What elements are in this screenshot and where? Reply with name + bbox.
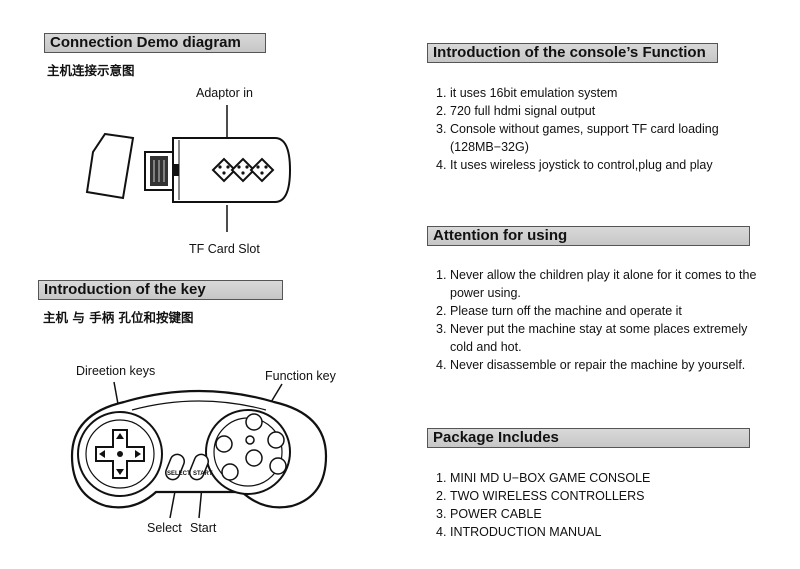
list-item: 3.Never put the machine stay at some pla… bbox=[436, 322, 748, 354]
function-list: 1.it uses 16bit emulation system 2.720 f… bbox=[436, 84, 736, 174]
list-item: 4.Never disassemble or repair the machin… bbox=[436, 358, 746, 372]
console-function-header: Introduction of the console’s Function bbox=[427, 43, 718, 63]
list-item: 1.it uses 16bit emulation system bbox=[436, 86, 618, 100]
start-button-shape bbox=[189, 453, 209, 481]
select-label: Select bbox=[147, 521, 182, 535]
package-list: 1.MINI MD U−BOX GAME CONSOLE 2.TWO WIREL… bbox=[436, 469, 736, 541]
connection-demo-header: Connection Demo diagram bbox=[44, 33, 266, 53]
adaptor-label: Adaptor in bbox=[196, 86, 253, 100]
dongle-cap bbox=[85, 132, 135, 200]
attention-header: Attention for using bbox=[427, 226, 750, 246]
function-key-label: Function key bbox=[265, 369, 336, 383]
direction-keys-label: Direetion keys bbox=[76, 364, 156, 378]
list-item: 1.Never allow the children play it alone… bbox=[436, 268, 757, 300]
connection-subtitle-zh: 主机连接示意图 bbox=[47, 63, 135, 78]
package-header: Package Includes bbox=[427, 428, 750, 448]
list-item: 2.Please turn off the machine and operat… bbox=[436, 304, 682, 318]
select-button-text: SELECT bbox=[167, 471, 191, 477]
list-item: 3.POWER CABLE bbox=[436, 507, 542, 521]
list-item: 4.It uses wireless joystick to control,p… bbox=[436, 158, 713, 172]
list-item: 2.TWO WIRELESS CONTROLLERS bbox=[436, 489, 645, 503]
select-button-shape bbox=[165, 453, 185, 481]
tf-card-slot-label: TF Card Slot bbox=[189, 242, 260, 256]
dongle-logo bbox=[211, 157, 275, 183]
attention-list: 1.Never allow the children play it alone… bbox=[436, 266, 776, 374]
hdmi-plug bbox=[144, 151, 174, 191]
list-item: 3.Console without games, support TF card… bbox=[436, 122, 719, 154]
key-intro-header: Introduction of the key bbox=[38, 280, 283, 300]
start-button-text: START bbox=[193, 471, 213, 477]
list-item: 2.720 full hdmi signal output bbox=[436, 104, 596, 118]
controller-illustration: SELECT START bbox=[70, 381, 328, 519]
list-item: 1.MINI MD U−BOX GAME CONSOLE bbox=[436, 471, 651, 485]
console-dongle-illustration bbox=[85, 105, 292, 232]
key-subtitle-zh: 主机 与 手柄 孔位和按键图 bbox=[43, 310, 194, 325]
start-label: Start bbox=[190, 521, 217, 535]
list-item: 4.INTRODUCTION MANUAL bbox=[436, 525, 602, 539]
